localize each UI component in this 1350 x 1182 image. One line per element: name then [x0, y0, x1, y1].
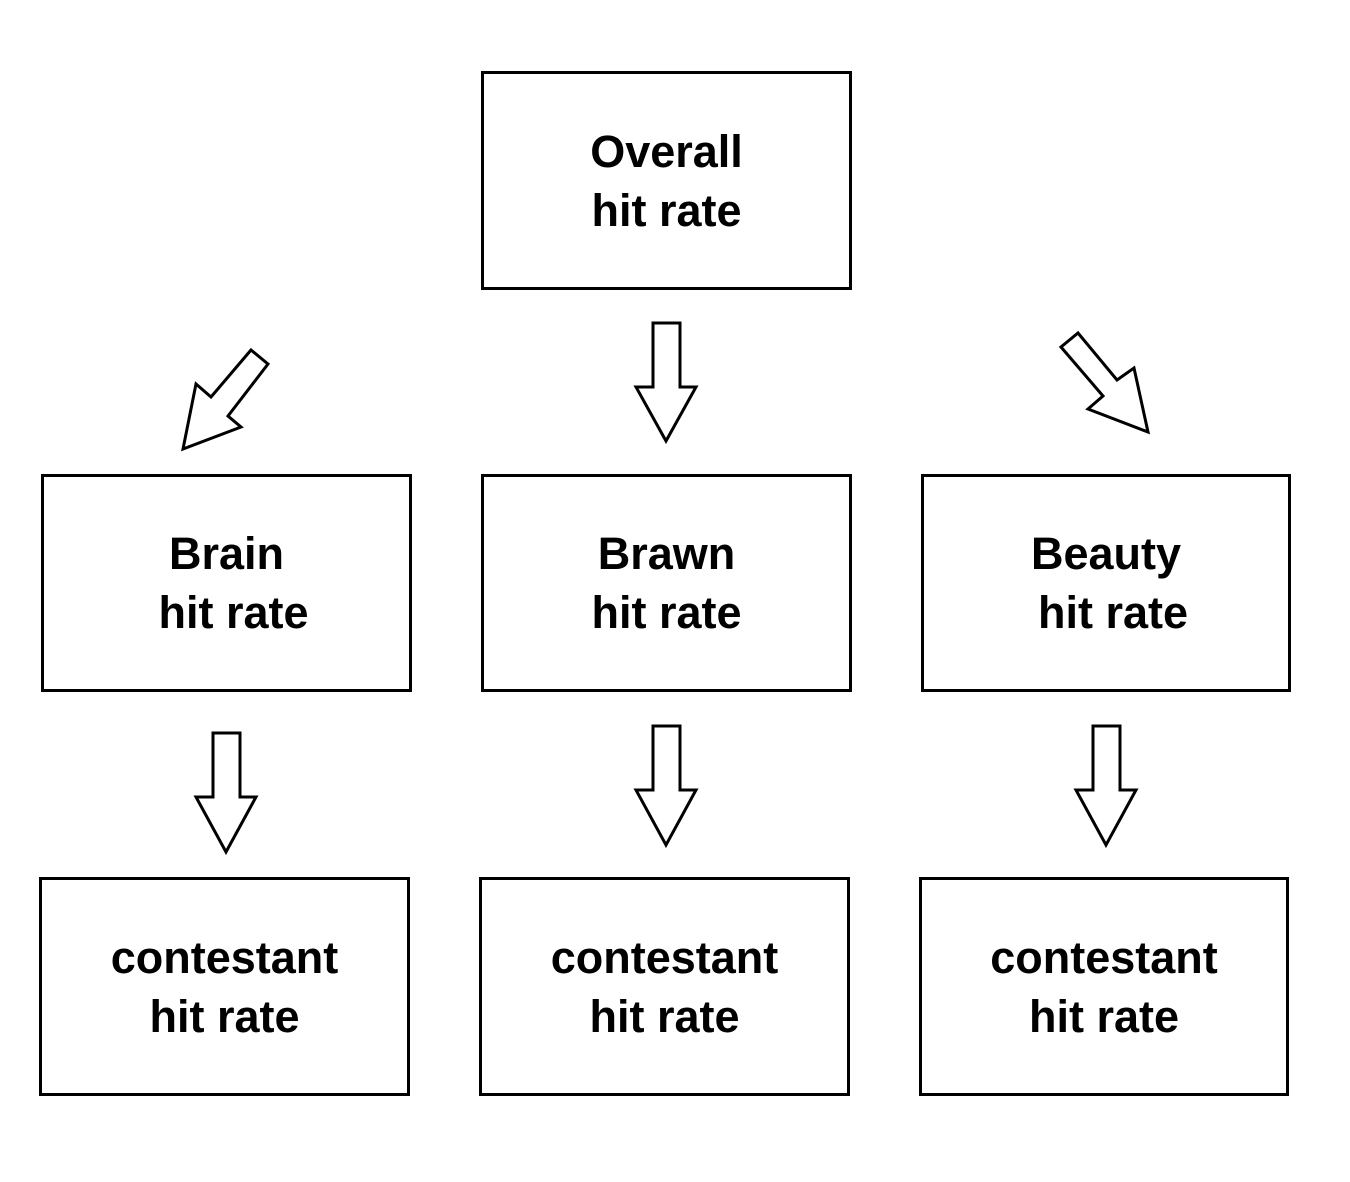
arrow-beauty-to-contestant	[1073, 724, 1139, 849]
node-label-line2: hit rate	[158, 587, 309, 638]
node-label-line2: hit rate	[591, 184, 742, 236]
brain-hit-rate-box: Brain hit rate	[41, 474, 412, 692]
arrow-overall-to-brain	[180, 347, 271, 452]
arrow-overall-to-beauty	[1058, 330, 1151, 435]
node-label-line1: Brawn	[597, 528, 736, 579]
node-label-line1: contestant	[110, 931, 339, 983]
contestant-hit-rate-box-1: contestant hit rate	[39, 877, 410, 1096]
arrow-overall-to-brawn	[633, 321, 699, 445]
overall-hit-rate-box: Overall hit rate	[481, 71, 852, 290]
node-label-line1: Beauty	[1030, 528, 1182, 579]
node-label-line2: hit rate	[591, 587, 742, 638]
node-label-line1: Overall	[590, 125, 743, 177]
node-label-line1: Brain	[168, 528, 285, 579]
node-label-line2: hit rate	[1028, 990, 1180, 1042]
arrow-brain-to-contestant	[193, 731, 259, 856]
node-label-line2: hit rate	[589, 990, 740, 1042]
contestant-hit-rate-box-2: contestant hit rate	[479, 877, 850, 1096]
node-label-line2: hit rate	[149, 990, 300, 1042]
node-label-line1: contestant	[550, 931, 779, 983]
node-label-line1: contestant	[990, 931, 1218, 983]
brawn-hit-rate-box: Brawn hit rate	[481, 474, 852, 692]
node-label-line2: hit rate	[1037, 587, 1189, 638]
beauty-hit-rate-box: Beauty hit rate	[921, 474, 1291, 692]
contestant-hit-rate-box-3: contestant hit rate	[919, 877, 1289, 1096]
arrow-brawn-to-contestant	[633, 724, 699, 849]
